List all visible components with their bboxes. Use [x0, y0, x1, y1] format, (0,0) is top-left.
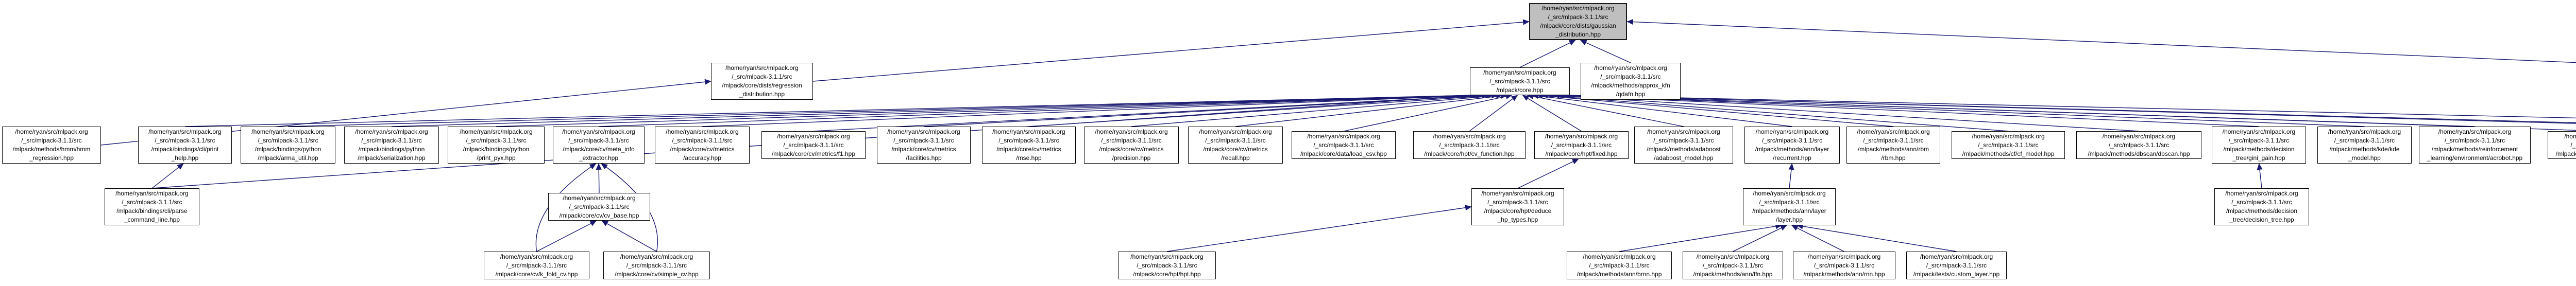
edge-decision_tree-to-gini_gain [2257, 163, 2263, 189]
graph-node-arma_util[interactable]: /home/ryan/src/mlpack.org /_src/mlpack-3… [241, 127, 335, 164]
graph-node-brnn[interactable]: /home/ryan/src/mlpack.org /_src/mlpack-3… [1567, 252, 1672, 279]
edge-accuracy-to-core [702, 92, 1484, 127]
edge-precision-to-core [1131, 93, 1503, 127]
graph-node-rnn[interactable]: /home/ryan/src/mlpack.org /_src/mlpack-3… [1793, 252, 1895, 279]
edge-test_function_tools-to-core [1563, 92, 2576, 119]
graph-node-cf_model[interactable]: /home/ryan/src/mlpack.org /_src/mlpack-3… [1952, 131, 2065, 159]
graph-node-cv_base[interactable]: /home/ryan/src/mlpack.org /_src/mlpack-3… [548, 193, 650, 221]
edge-deduce_hp_types-to-fixed [1517, 158, 1579, 189]
edge-layer-to-recurrent [1788, 163, 1794, 189]
edge-cf_model-to-core [1541, 93, 2009, 132]
graph-node-gini_gain[interactable]: /home/ryan/src/mlpack.org /_src/mlpack-3… [2212, 127, 2306, 164]
edge-rbm-to-core [1536, 93, 1894, 127]
graph-node-fixed[interactable]: /home/ryan/src/mlpack.org /_src/mlpack-3… [1534, 131, 1629, 159]
graph-node-meta_info_extractor[interactable]: /home/ryan/src/mlpack.org /_src/mlpack-3… [553, 127, 645, 164]
edge-k_fold_cv-to-cv_base [536, 220, 597, 252]
graph-node-recurrent[interactable]: /home/ryan/src/mlpack.org /_src/mlpack-3… [1744, 127, 1840, 164]
graph-node-recall[interactable]: /home/ryan/src/mlpack.org /_src/mlpack-3… [1188, 127, 1283, 164]
graph-node-cv_function[interactable]: /home/ryan/src/mlpack.org /_src/mlpack-3… [1413, 131, 1526, 159]
graph-node-ffn[interactable]: /home/ryan/src/mlpack.org /_src/mlpack-3… [1683, 252, 1783, 279]
edge-brnn-to-layer [1619, 223, 1782, 252]
edge-parse_command_line-to-print_help [151, 163, 184, 189]
graph-node-parse_command_line[interactable]: /home/ryan/src/mlpack.org /_src/mlpack-3… [105, 188, 199, 225]
graph-node-layer[interactable]: /home/ryan/src/mlpack.org /_src/mlpack-3… [1743, 188, 1836, 225]
edge-hpt-to-deduce_hp_types [1166, 205, 1472, 252]
edge-em_fit-to-gaussian_distribution [1626, 19, 2576, 63]
edge-qdafn-to-gaussian_distribution [1580, 40, 1631, 63]
graph-node-kde_model[interactable]: /home/ryan/src/mlpack.org /_src/mlpack-3… [2317, 127, 2412, 164]
edge-rnn-to-layer [1791, 225, 1844, 252]
graph-node-rbm[interactable]: /home/ryan/src/mlpack.org /_src/mlpack-3… [1846, 127, 1940, 164]
edge-arma_util-to-core [287, 92, 1477, 127]
edge-adaboost_model-to-core [1527, 93, 1684, 127]
graph-node-dbscan[interactable]: /home/ryan/src/mlpack.org /_src/mlpack-3… [2076, 131, 2201, 159]
edge-gini_gain-to-core [1552, 92, 2259, 127]
edge-cv_function-to-core [1469, 95, 1518, 132]
graph-node-facilities[interactable]: /home/ryan/src/mlpack.org /_src/mlpack-3… [877, 127, 971, 164]
edge-meta_info_extractor-to-core [598, 92, 1479, 127]
graph-node-decision_tree[interactable]: /home/ryan/src/mlpack.org /_src/mlpack-3… [2214, 188, 2309, 225]
edge-custom_layer-to-layer [1796, 223, 1957, 252]
edge-load_csv-to-core [1343, 94, 1513, 132]
graph-node-acrobot[interactable]: /home/ryan/src/mlpack.org /_src/mlpack-3… [2419, 127, 2531, 164]
graph-node-f1[interactable]: /home/ryan/src/mlpack.org /_src/mlpack-3… [761, 131, 866, 159]
graph-node-hmm_regression[interactable]: /home/ryan/src/mlpack.org /_src/mlpack-3… [2, 127, 101, 164]
edge-dbscan-to-core [1547, 93, 2139, 132]
edge-recall-to-core [1235, 93, 1507, 127]
graph-node-print_help[interactable]: /home/ryan/src/mlpack.org /_src/mlpack-3… [138, 127, 232, 164]
graph-node-ann_test_tools[interactable]: /home/ryan/src/mlpack.org /_src/mlpack-3… [2548, 131, 2576, 159]
graph-node-gaussian_distribution: /home/ryan/src/mlpack.org /_src/mlpack-3… [1529, 3, 1627, 40]
edge-kde_model-to-core [1557, 92, 2365, 127]
edge-simple_cv-to-cv_base [601, 220, 657, 252]
graph-node-custom_layer[interactable]: /home/ryan/src/mlpack.org /_src/mlpack-3… [1906, 252, 2007, 279]
edge-recurrent-to-core [1532, 93, 1792, 127]
graph-node-print_pyx[interactable]: /home/ryan/src/mlpack.org /_src/mlpack-3… [448, 127, 545, 164]
graph-node-load_csv[interactable]: /home/ryan/src/mlpack.org /_src/mlpack-3… [1292, 131, 1396, 159]
edge-core-to-gaussian_distribution [1519, 40, 1576, 68]
graph-node-accuracy[interactable]: /home/ryan/src/mlpack.org /_src/mlpack-3… [655, 127, 750, 164]
graph-node-regression_distribution[interactable]: /home/ryan/src/mlpack.org /_src/mlpack-3… [711, 63, 813, 100]
edge-regression_distribution-to-gaussian_distribution [812, 19, 1530, 82]
graph-node-mse[interactable]: /home/ryan/src/mlpack.org /_src/mlpack-3… [982, 127, 1076, 164]
edge-ann_test_tools-to-core [1563, 92, 2576, 131]
graph-node-precision[interactable]: /home/ryan/src/mlpack.org /_src/mlpack-3… [1084, 127, 1179, 164]
edge-serialization-to-core [391, 92, 1477, 127]
edge-print_pyx-to-core [496, 92, 1477, 127]
edge-print_help-to-core [184, 92, 1477, 127]
edge-ffn-to-layer [1733, 225, 1787, 252]
graph-node-adaboost_model[interactable]: /home/ryan/src/mlpack.org /_src/mlpack-3… [1634, 127, 1733, 164]
graph-node-core[interactable]: /home/ryan/src/mlpack.org /_src/mlpack-3… [1470, 67, 1570, 95]
graph-node-qdafn[interactable]: /home/ryan/src/mlpack.org /_src/mlpack-3… [1581, 63, 1681, 100]
graph-node-simple_cv[interactable]: /home/ryan/src/mlpack.org /_src/mlpack-3… [603, 252, 710, 279]
edge-test_tools-to-core [1563, 92, 2576, 124]
edge-fixed-to-core [1522, 95, 1582, 132]
graph-node-k_fold_cv[interactable]: /home/ryan/src/mlpack.org /_src/mlpack-3… [484, 252, 589, 279]
graph-node-serialization[interactable]: /home/ryan/src/mlpack.org /_src/mlpack-3… [344, 127, 439, 164]
graph-node-deduce_hp_types[interactable]: /home/ryan/src/mlpack.org /_src/mlpack-3… [1471, 188, 1564, 225]
edge-f1-to-core [813, 93, 1488, 132]
graph-node-hpt[interactable]: /home/ryan/src/mlpack.org /_src/mlpack-3… [1118, 252, 1216, 279]
